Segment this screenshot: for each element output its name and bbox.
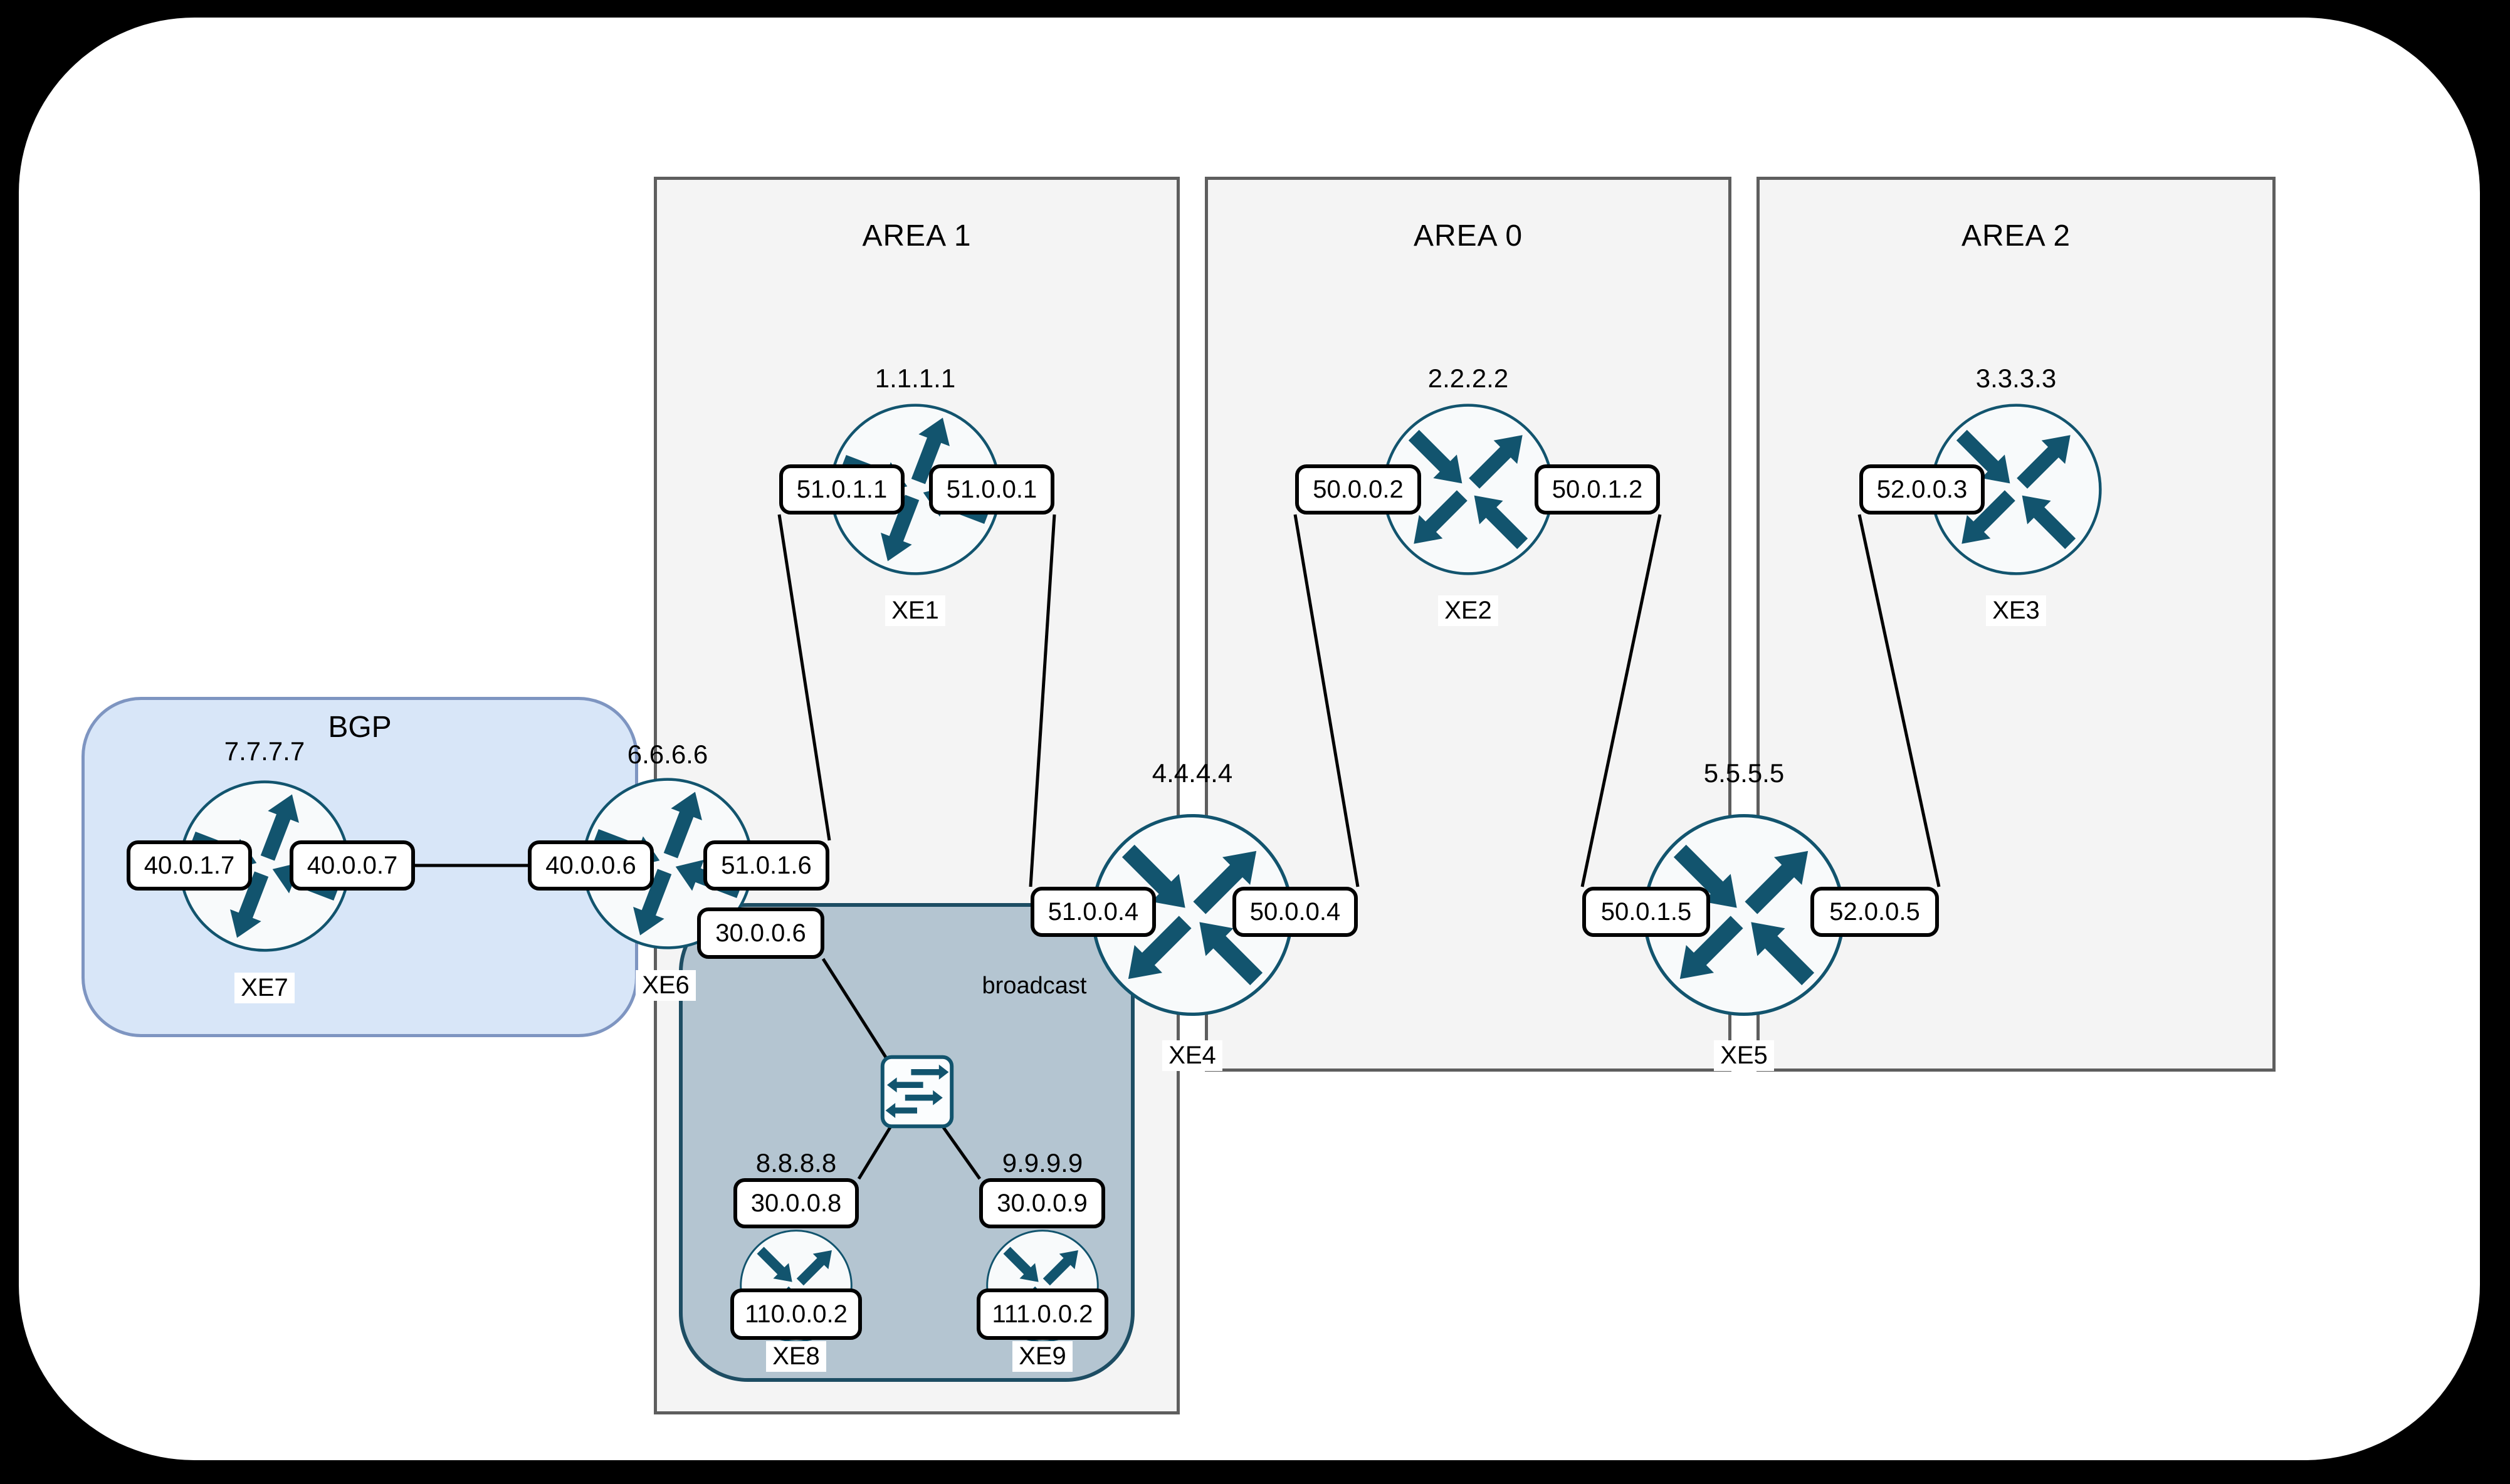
area-2-title: AREA 2 xyxy=(1961,219,2071,253)
ip-label-51-0-1-6[interactable]: 51.0.1.6 xyxy=(703,840,829,891)
ip-label-51-0-1-1[interactable]: 51.0.1.1 xyxy=(779,464,905,515)
ip-label-51-0-0-4[interactable]: 51.0.0.4 xyxy=(1031,887,1156,937)
router-name-xe4: XE4 xyxy=(1098,1040,1286,1071)
switch-node[interactable] xyxy=(880,1054,955,1129)
switch-icon xyxy=(883,1057,952,1126)
ip-label-40-0-0-6[interactable]: 40.0.0.6 xyxy=(528,840,654,891)
router-id-xe9: 9.9.9.9 xyxy=(1002,1148,1083,1178)
router-name-xe9: XE9 xyxy=(948,1341,1137,1372)
ip-label-52-0-0-5[interactable]: 52.0.0.5 xyxy=(1810,887,1939,937)
area-0-title: AREA 0 xyxy=(1413,219,1523,253)
router-name-xe2: XE2 xyxy=(1374,595,1562,626)
router-id-xe8: 8.8.8.8 xyxy=(755,1148,837,1178)
ip-label-50-0-0-4[interactable]: 50.0.0.4 xyxy=(1232,887,1358,937)
ip-label-30-0-0-6[interactable]: 30.0.0.6 xyxy=(697,907,824,959)
ip-label-50-0-0-2[interactable]: 50.0.0.2 xyxy=(1295,464,1421,515)
router-name-xe6: XE6 xyxy=(572,970,760,1001)
router-name-xe5: XE5 xyxy=(1650,1040,1838,1071)
router-name-xe3: XE3 xyxy=(1922,595,2110,626)
ip-label-52-0-0-3[interactable]: 52.0.0.3 xyxy=(1859,464,1985,515)
ip-label-111-0-0-2[interactable]: 111.0.0.2 xyxy=(977,1288,1108,1340)
ip-label-51-0-0-1[interactable]: 51.0.0.1 xyxy=(929,464,1054,515)
router-id-xe5: 5.5.5.5 xyxy=(1703,758,1785,788)
router-id-xe1: 1.1.1.1 xyxy=(874,363,956,393)
area-1-title: AREA 1 xyxy=(862,219,972,253)
router-id-xe2: 2.2.2.2 xyxy=(1427,363,1509,393)
router-id-xe3: 3.3.3.3 xyxy=(1975,363,2057,393)
broadcast-group-title: broadcast xyxy=(982,973,1087,999)
router-name-xe8: XE8 xyxy=(702,1341,890,1372)
router-id-xe7: 7.7.7.7 xyxy=(224,736,305,766)
ip-label-50-0-1-2[interactable]: 50.0.1.2 xyxy=(1535,464,1660,515)
ip-label-40-0-1-7[interactable]: 40.0.1.7 xyxy=(127,840,252,891)
bgp-group-title: BGP xyxy=(328,711,392,744)
router-id-xe6: 6.6.6.6 xyxy=(627,739,708,769)
router-name-xe1: XE1 xyxy=(821,595,1009,626)
ip-label-30-0-0-9[interactable]: 30.0.0.9 xyxy=(979,1178,1105,1228)
diagram-panel: AREA 1 AREA 0 AREA 2 BGP broadcast 1.1.1… xyxy=(19,18,2480,1460)
ip-label-40-0-0-7[interactable]: 40.0.0.7 xyxy=(290,840,415,891)
ip-label-110-0-0-2[interactable]: 110.0.0.2 xyxy=(730,1288,862,1340)
ip-label-50-0-1-5[interactable]: 50.0.1.5 xyxy=(1582,887,1710,937)
ip-label-30-0-0-8[interactable]: 30.0.0.8 xyxy=(733,1178,859,1228)
router-name-xe7: XE7 xyxy=(171,973,359,1003)
router-id-xe4: 4.4.4.4 xyxy=(1152,758,1233,788)
